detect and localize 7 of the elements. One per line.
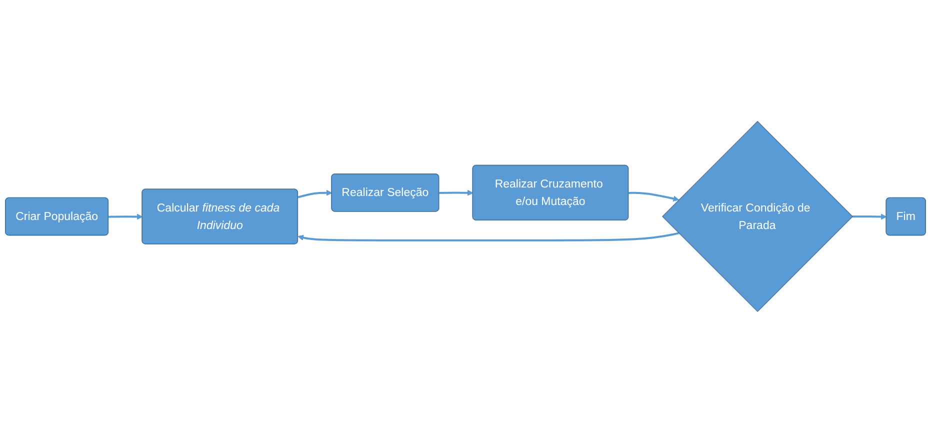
arrow <box>852 213 887 220</box>
arrow <box>439 189 474 196</box>
node-diamond: Verificar Condição de Parada <box>662 120 854 312</box>
arrow <box>298 189 332 198</box>
arrow <box>298 232 680 241</box>
arrow <box>628 191 680 202</box>
arrow <box>108 213 143 220</box>
